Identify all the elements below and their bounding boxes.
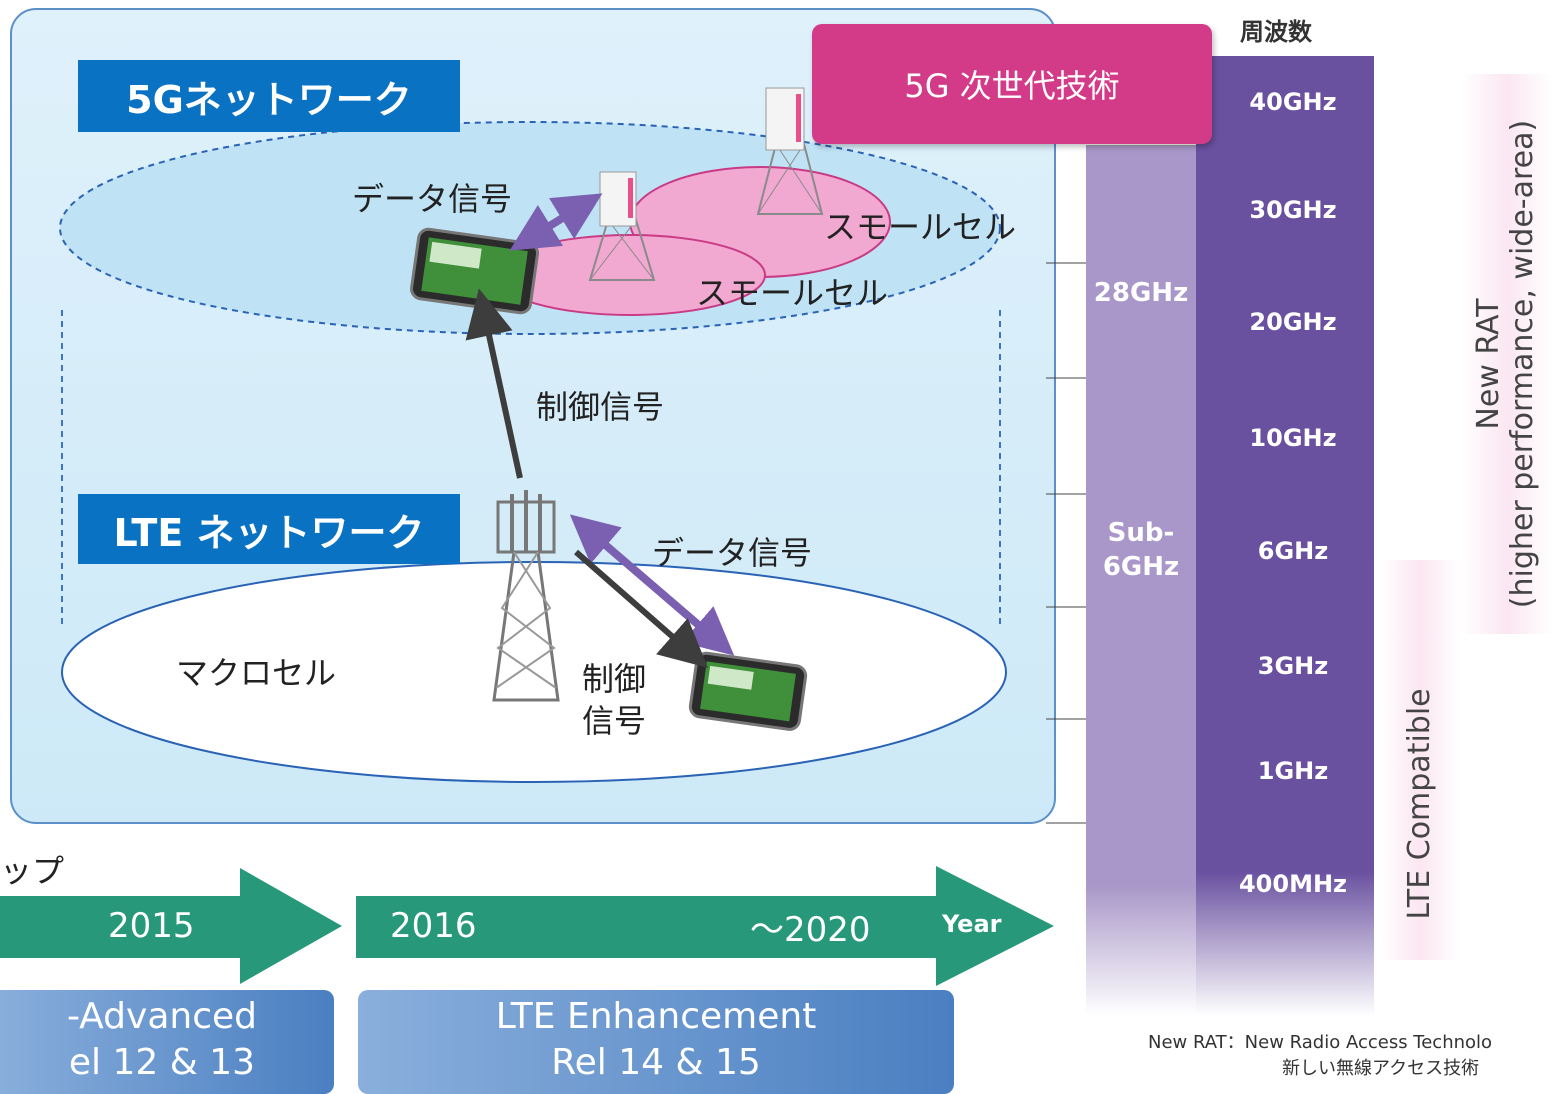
new-rat-line2: (higher performance, wide-area) bbox=[1505, 119, 1540, 609]
network-5g-label: 5Gネットワーク bbox=[78, 60, 460, 132]
control-signal-arrow-lte bbox=[574, 549, 709, 668]
control-signal-label: 制御信号 bbox=[536, 388, 665, 426]
band-label-sub6-line1: Sub- bbox=[1107, 518, 1175, 548]
freq-level-1ghz: 1GHz bbox=[1257, 757, 1329, 785]
frequency-column bbox=[1196, 56, 1374, 1016]
footnote-line2: 新しい無線アクセス技術 bbox=[1282, 1058, 1480, 1079]
control-signal-lte-line1: 制御 bbox=[582, 660, 647, 698]
lte-advanced-box: -Advanced el 12 & 13 bbox=[0, 990, 334, 1094]
band-column bbox=[1086, 146, 1196, 1016]
year-axis-label: Year bbox=[942, 910, 1002, 938]
year-2016: 2016 bbox=[390, 906, 477, 946]
year-2020: ～2020 bbox=[750, 910, 871, 950]
lte-compatible-label: LTE Compatible bbox=[1402, 688, 1437, 920]
smartphone-5g-icon bbox=[410, 227, 540, 315]
lte-compatible-band bbox=[1380, 560, 1460, 960]
roadmap-label: ップ bbox=[0, 852, 65, 890]
timeline-arrow-1 bbox=[0, 868, 342, 984]
lte-advanced-line2: el 12 & 13 bbox=[68, 1042, 256, 1083]
frequency-header: 周波数 bbox=[1240, 18, 1312, 46]
smartphone-lte-icon bbox=[688, 651, 808, 731]
next-gen-tech-box: 5G 次世代技術 bbox=[812, 24, 1212, 144]
lte-advanced-line1: -Advanced bbox=[66, 996, 258, 1037]
freq-level-20ghz: 20GHz bbox=[1249, 308, 1337, 336]
year-2015: 2015 bbox=[108, 906, 195, 946]
new-rat-band bbox=[1462, 74, 1552, 634]
freq-level-3ghz: 3GHz bbox=[1257, 652, 1329, 680]
lte-enhancement-line2: Rel 14 & 15 bbox=[551, 1042, 761, 1083]
band-label-sub6-line2: 6GHz bbox=[1102, 552, 1180, 582]
small-cell-label-1: スモールセル bbox=[824, 208, 1017, 246]
data-signal-label-lte: データ信号 bbox=[652, 534, 813, 572]
lte-enhancement-box: LTE Enhancement Rel 14 & 15 bbox=[358, 990, 954, 1094]
timeline-arrow-2 bbox=[356, 866, 1054, 986]
macro-cell-label: マクロセル bbox=[176, 654, 337, 692]
network-lte-label: LTE ネットワーク bbox=[78, 494, 460, 564]
control-signal-lte-line2: 信号 bbox=[582, 702, 647, 740]
macro-tower-icon bbox=[492, 490, 560, 702]
freq-level-10ghz: 10GHz bbox=[1249, 424, 1337, 452]
new-rat-label: New RAT (higher performance, wide-area) bbox=[1471, 84, 1552, 644]
data-signal-arrow-5g bbox=[509, 193, 603, 251]
freq-level-30ghz: 30GHz bbox=[1249, 196, 1337, 224]
data-signal-label-5g: データ信号 bbox=[352, 180, 513, 218]
small-cell-tower-icon-2 bbox=[756, 87, 824, 215]
lte-enhancement-line1: LTE Enhancement bbox=[495, 996, 817, 1037]
freq-level-400mhz: 400MHz bbox=[1238, 870, 1348, 898]
band-label-28ghz: 28GHz bbox=[1093, 278, 1189, 308]
new-rat-line1: New RAT bbox=[1471, 298, 1506, 430]
freq-level-40ghz: 40GHz bbox=[1249, 88, 1337, 116]
control-signal-arrow-up bbox=[465, 288, 523, 479]
freq-level-6ghz: 6GHz bbox=[1257, 537, 1329, 565]
footnote-line1: New RAT：New Radio Access Technolo bbox=[1148, 1032, 1493, 1053]
small-cell-label-2: スモールセル bbox=[696, 274, 889, 312]
